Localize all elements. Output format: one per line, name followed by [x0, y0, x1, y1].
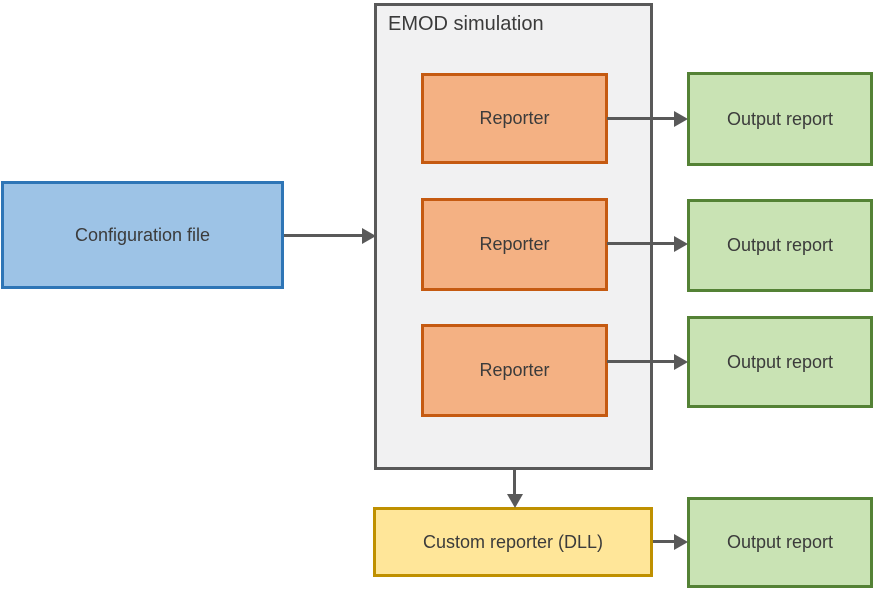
arrow-config-to-simulation [284, 234, 362, 237]
custom-reporter-dll-box: Custom reporter (DLL) [373, 507, 653, 577]
emod-simulation-title: EMOD simulation [388, 13, 544, 35]
configuration-file-label: Configuration file [74, 224, 211, 245]
arrow-custom-reporter-to-output4 [653, 540, 674, 543]
reporter-label: Reporter [479, 234, 550, 254]
output-report-label: Output report [726, 532, 834, 552]
output-report-label: Output report [726, 351, 834, 372]
reporter-box-2: Reporter [421, 198, 608, 291]
arrow-reporter1-to-output1 [607, 117, 674, 120]
output-report-box-2: Output report [687, 199, 873, 292]
output-report-box-4: Output report [687, 497, 873, 588]
output-report-box-3: Output report [687, 316, 873, 408]
arrow-reporter3-to-output3 [607, 360, 674, 363]
arrowhead-icon [674, 354, 688, 370]
output-report-label: Output report [726, 108, 834, 129]
configuration-file-box: Configuration file [1, 181, 284, 289]
reporter-box-3: Reporter [421, 324, 608, 417]
output-report-label: Output report [726, 235, 834, 255]
output-report-box-1: Output report [687, 72, 873, 166]
arrowhead-icon [507, 494, 523, 508]
arrowhead-icon [362, 228, 376, 244]
arrowhead-icon [674, 236, 688, 252]
arrowhead-icon [674, 534, 688, 550]
custom-reporter-dll-label: Custom reporter (DLL) [422, 531, 604, 552]
arrow-simulation-to-custom-reporter [513, 470, 516, 494]
reporter-label: Reporter [479, 108, 550, 128]
arrowhead-icon [674, 111, 688, 127]
reporter-label: Reporter [479, 360, 550, 380]
reporter-box-1: Reporter [421, 73, 608, 164]
arrow-reporter2-to-output2 [607, 242, 674, 245]
